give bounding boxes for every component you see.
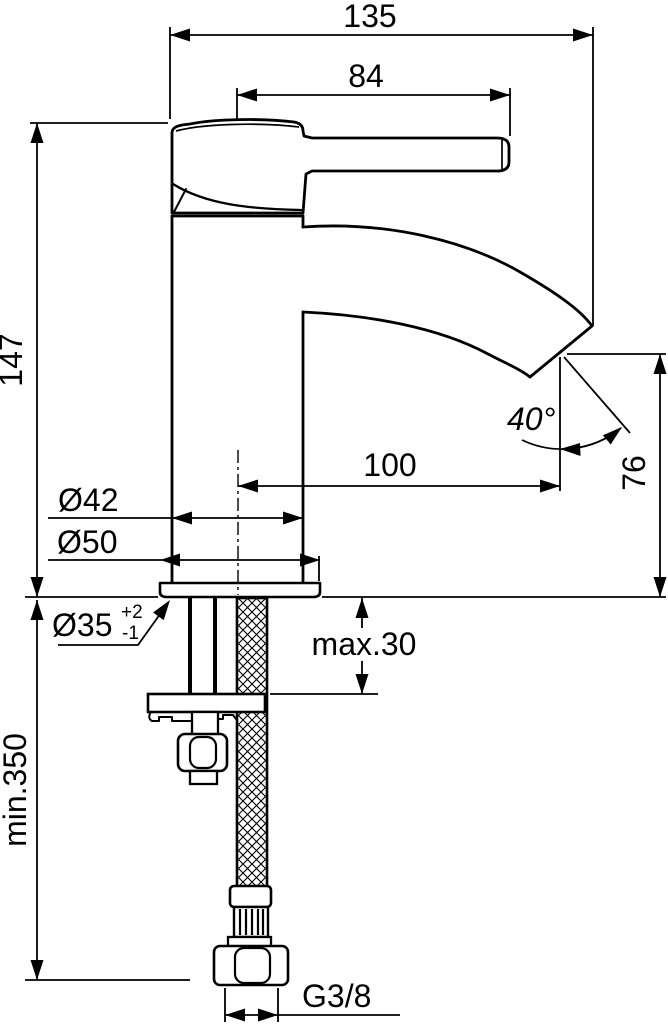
dim-body-height: 147 xyxy=(0,122,168,597)
fastening-nut xyxy=(176,732,229,773)
hose-crimp-ribs xyxy=(238,909,265,935)
dim-hole-diameter: Ø35 +2 -1 xyxy=(52,600,170,646)
dim-thread-size: G3/8 xyxy=(224,978,400,1022)
dim-label-spout-height: 76 xyxy=(616,455,652,491)
fastening-nut-facet xyxy=(188,735,218,770)
spout xyxy=(301,224,594,379)
fastening-nut-tail xyxy=(188,769,219,786)
spout-top-curve xyxy=(301,224,594,328)
clamping-plate xyxy=(146,692,267,714)
dim-label-handle-length: 84 xyxy=(348,58,384,94)
dim-label-hole-tolerance-plus: +2 xyxy=(121,602,143,623)
dim-overall-width: 135 xyxy=(169,0,594,326)
faucet-head xyxy=(170,118,511,215)
dim-label-base-diameter: Ø50 xyxy=(57,524,117,560)
dim-body-diameter: Ø42 xyxy=(48,482,303,525)
dim-deck-thickness: max.30 xyxy=(270,598,417,695)
dim-label-body-height: 147 xyxy=(0,333,29,386)
dim-label-spout-angle: 40° xyxy=(507,401,556,437)
lever-cone-sweep xyxy=(171,182,303,212)
faucet-body xyxy=(170,214,305,585)
lever-cone-notch xyxy=(173,188,187,213)
connection-nut-facet xyxy=(233,946,272,985)
faucet-outline xyxy=(146,118,594,987)
dim-spout-reach: 100 xyxy=(238,357,561,493)
dim-spout-height: 76 xyxy=(567,353,667,597)
dim-hose-length: min.350 xyxy=(0,600,190,981)
dim-base-diameter: Ø50 xyxy=(48,524,320,581)
base-plate xyxy=(158,581,322,599)
connection-nut xyxy=(212,944,290,987)
dim-label-thread-size: G3/8 xyxy=(302,978,371,1014)
head-top-rim-line xyxy=(175,123,300,132)
dim-spout-angle: 40° xyxy=(507,356,631,456)
faucet-head-and-handle xyxy=(170,118,511,215)
hose-ferrule xyxy=(228,884,273,909)
dim-label-hole-diameter: Ø35 xyxy=(52,607,112,643)
dim-label-body-diameter: Ø42 xyxy=(58,482,118,518)
dim-label-overall-width: 135 xyxy=(343,0,396,34)
spout-outlet-cut-edge xyxy=(528,324,594,379)
under-deck-assembly xyxy=(146,596,269,890)
dim-label-hole-tolerance-minus: -1 xyxy=(122,623,139,644)
stud-neck xyxy=(190,710,220,737)
dim-handle-length: 84 xyxy=(236,58,511,136)
dim-label-deck-thickness: max.30 xyxy=(312,626,417,662)
dim-label-spout-reach: 100 xyxy=(363,447,416,483)
braided-supply-hose xyxy=(235,596,269,890)
dim-label-hose-length: min.350 xyxy=(0,733,33,847)
hose-end-fitting xyxy=(212,884,290,987)
spout-bottom-curve xyxy=(301,310,532,379)
